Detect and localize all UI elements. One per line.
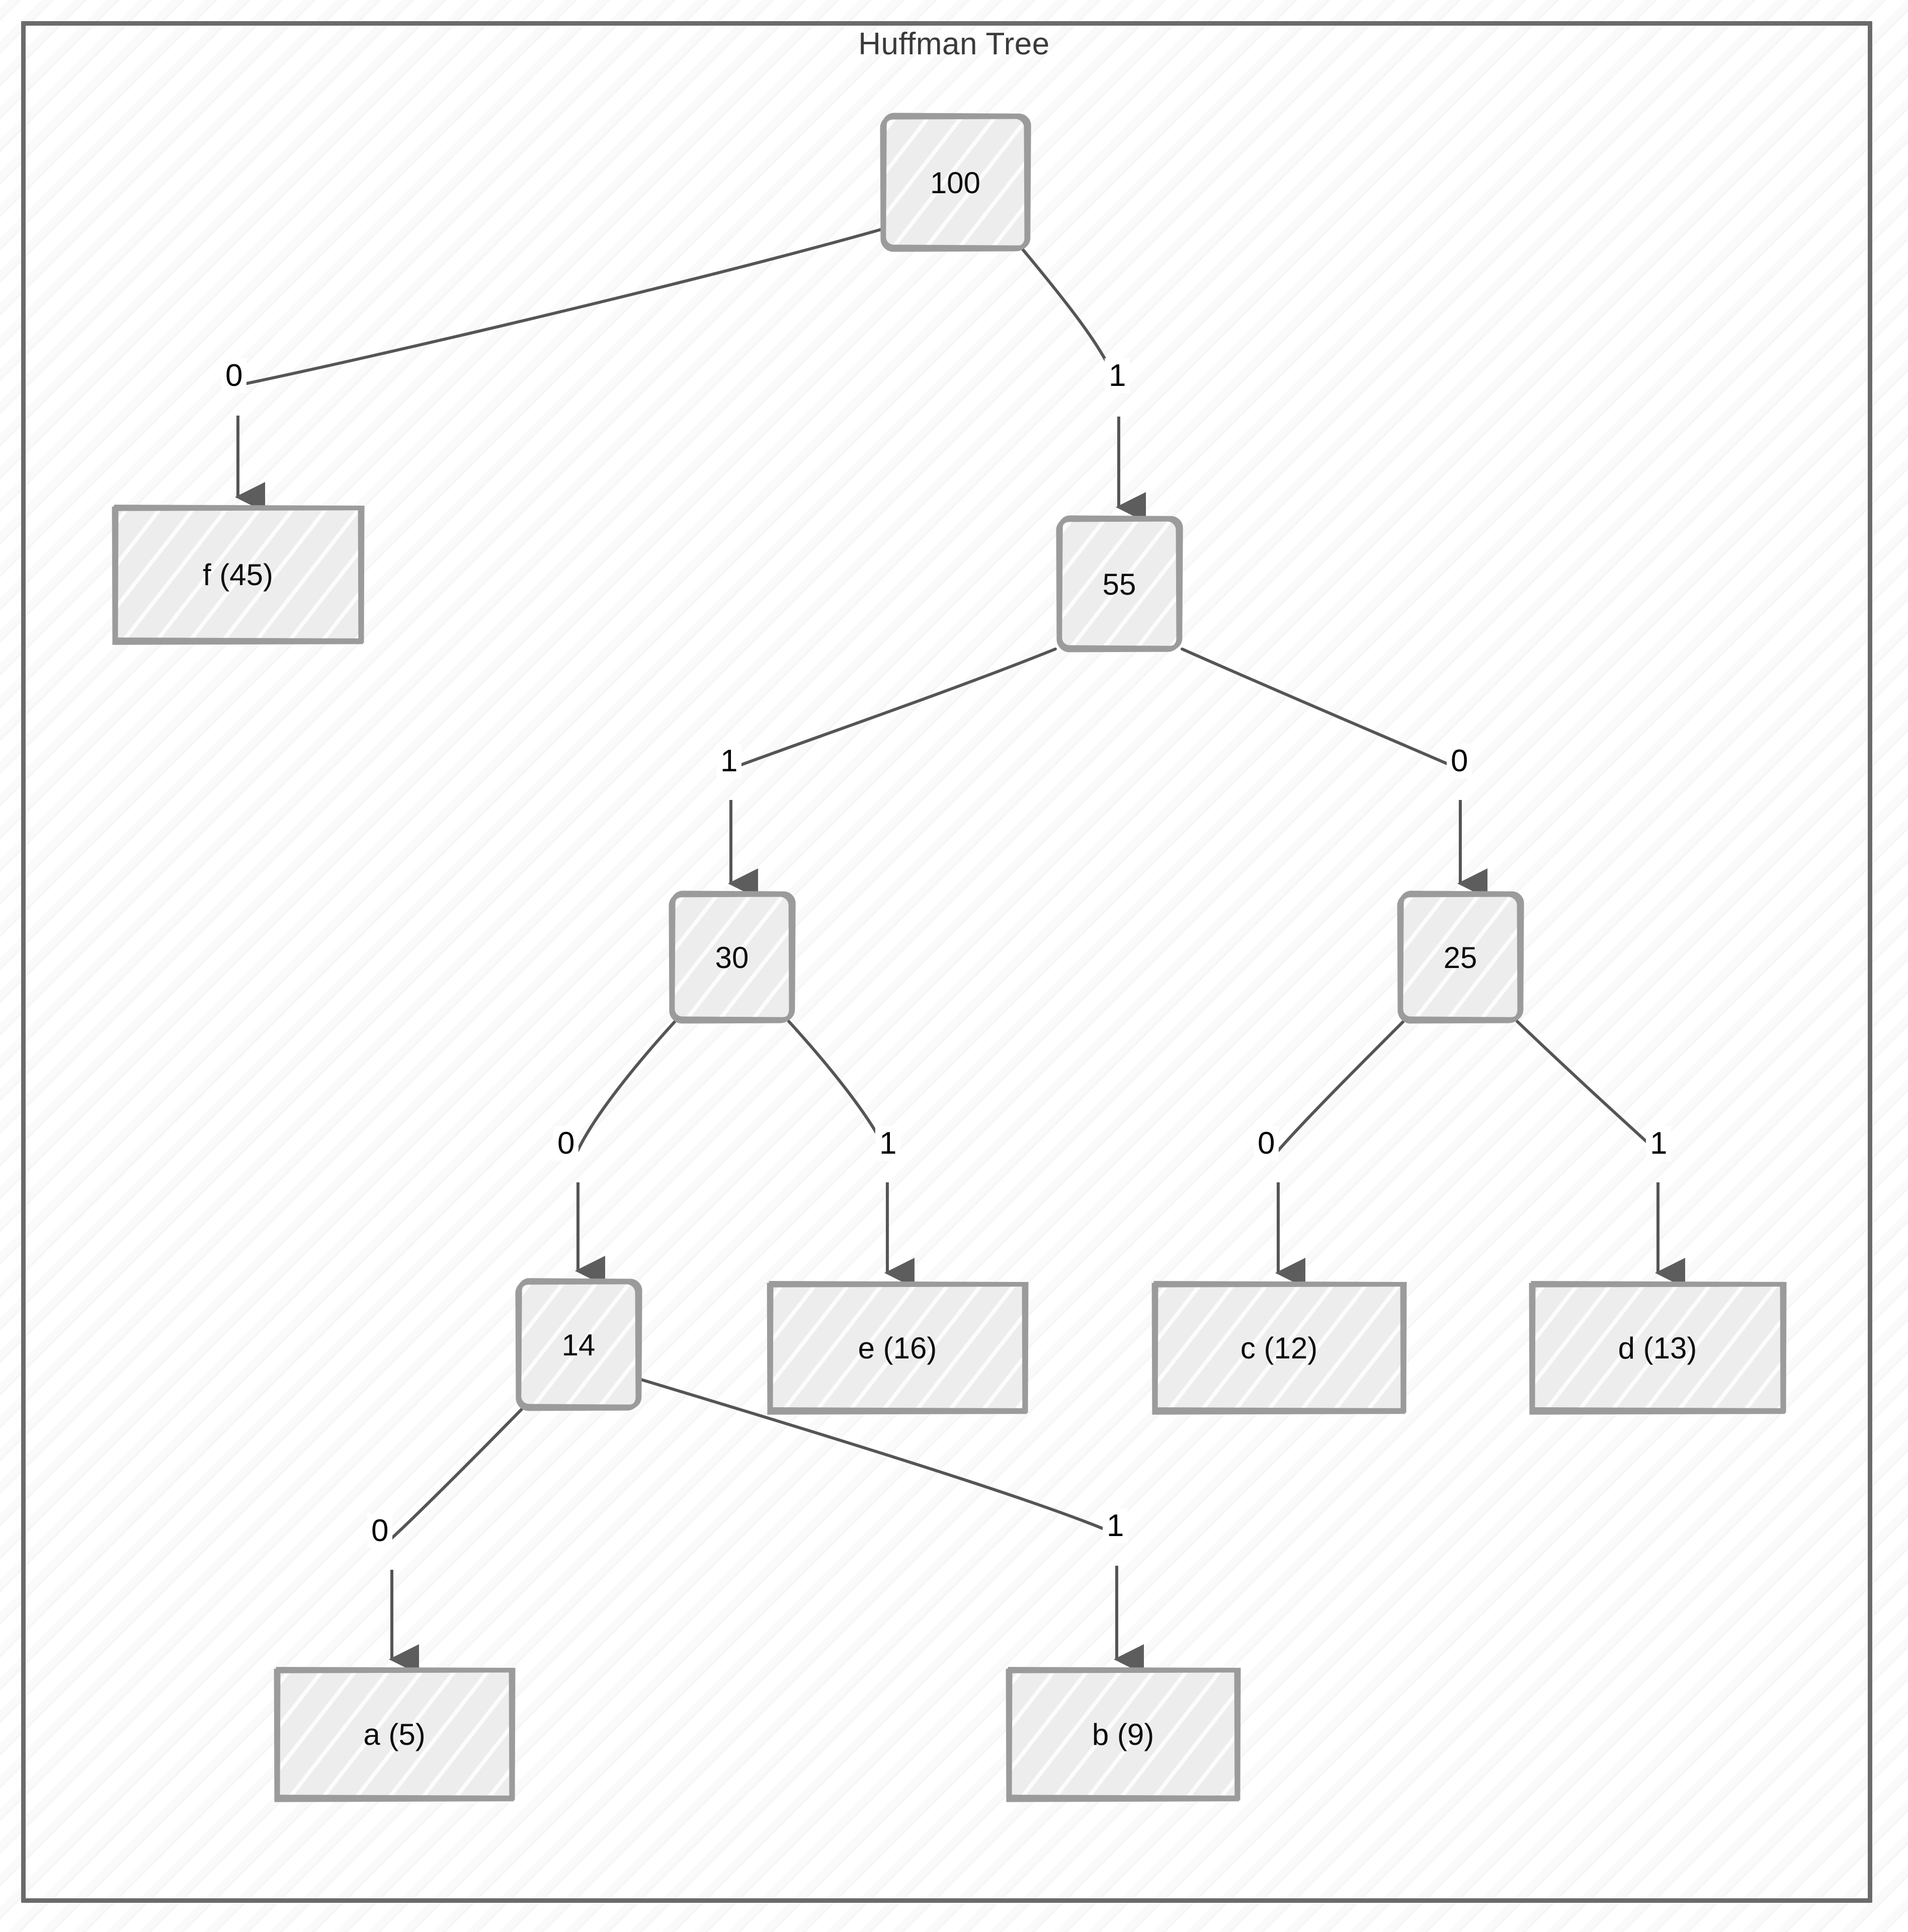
tree-node-label: d (13)	[1618, 1331, 1697, 1365]
tree-node-f45[interactable]: f (45)	[115, 508, 361, 641]
edge-bit-label-n25-d13: 1	[1646, 1126, 1672, 1161]
tree-node-label: 100	[930, 166, 981, 200]
tree-node-label: e (16)	[858, 1331, 937, 1365]
edge-bit-label-n100-f45: 0	[221, 358, 247, 393]
tree-node-n55[interactable]: 55	[1059, 519, 1180, 649]
edge-curve-n25-c12	[1276, 1020, 1405, 1153]
edge-curve-n25-d13	[1516, 1020, 1658, 1153]
tree-node-n25[interactable]: 25	[1400, 895, 1521, 1020]
tree-node-label: b (9)	[1092, 1718, 1154, 1751]
edge-bit-label-n55-n30: 1	[716, 744, 742, 779]
tree-node-n100[interactable]: 100	[883, 117, 1028, 249]
edge-bit-label-n25-c12: 0	[1254, 1126, 1279, 1161]
edge-curve-n55-n25	[1181, 648, 1460, 770]
tree-node-d13[interactable]: d (13)	[1532, 1284, 1783, 1411]
edge-curve-n100-f45	[236, 226, 890, 387]
edge-paths	[235, 226, 1685, 1674]
edge-bit-label-n14-b9: 1	[1103, 1508, 1128, 1544]
edge-curve-n30-e16	[787, 1020, 888, 1153]
tree-node-label: 30	[715, 940, 749, 975]
tree-node-n14[interactable]: 14	[518, 1282, 639, 1408]
edge-curve-n14-a5	[390, 1407, 524, 1540]
edge-bit-label-n55-n25: 0	[1447, 744, 1472, 779]
tree-node-b9[interactable]: b (9)	[1009, 1670, 1237, 1799]
edge-curve-n100-n55	[1020, 246, 1119, 388]
tree-node-label: 14	[561, 1328, 596, 1362]
tree-node-a5[interactable]: a (5)	[277, 1670, 512, 1799]
tree-node-label: 25	[1443, 940, 1477, 975]
tree-node-label: c (12)	[1240, 1331, 1318, 1365]
tree-node-label: a (5)	[363, 1718, 426, 1751]
edge-curve-n30-n14	[576, 1020, 677, 1153]
tree-node-c12[interactable]: c (12)	[1154, 1284, 1403, 1411]
edge-curve-n55-n30	[729, 648, 1057, 770]
edge-bit-label-n30-n14: 0	[553, 1126, 579, 1161]
edge-bit-label-n14-a5: 0	[367, 1513, 393, 1549]
tree-node-label: 55	[1102, 567, 1136, 601]
tree-node-e16[interactable]: e (16)	[770, 1284, 1025, 1411]
tree-node-n30[interactable]: 30	[672, 895, 792, 1020]
edge-curve-n14-b9	[636, 1377, 1116, 1535]
tree-node-label: f (45)	[202, 558, 274, 592]
edge-bit-label-n100-n55: 1	[1105, 358, 1130, 393]
page-title: Huffman Tree	[858, 27, 1050, 61]
edge-bit-label-n30-e16: 1	[875, 1126, 901, 1161]
